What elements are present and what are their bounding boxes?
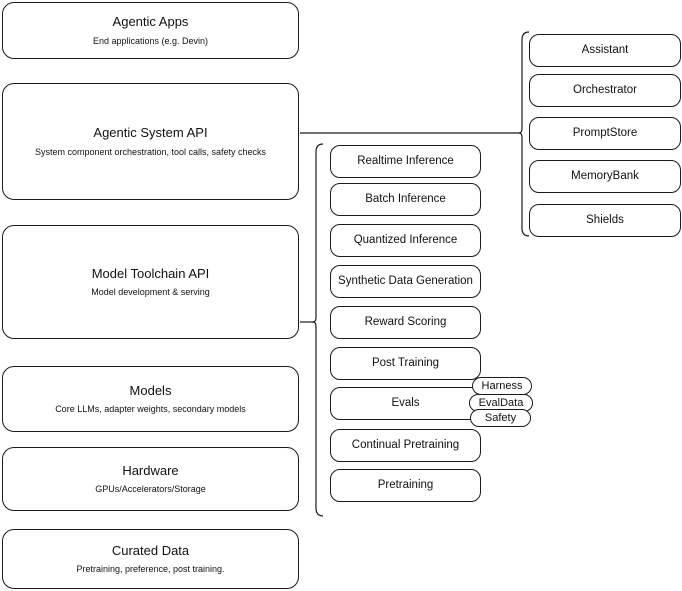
eval-tag-safety[interactable]: Safety	[470, 409, 531, 427]
capability-label: Evals	[391, 397, 420, 410]
capability-label: Batch Inference	[365, 193, 446, 206]
layer-box-hardware[interactable]: Hardware GPUs/Accelerators/Storage	[2, 447, 299, 511]
layer-box-curated-data[interactable]: Curated Data Pretraining, preference, po…	[2, 529, 299, 589]
capability-box-post-training[interactable]: Post Training	[330, 347, 481, 380]
capability-box-realtime-inference[interactable]: Realtime Inference	[330, 145, 481, 178]
capability-label: Synthetic Data Generation	[338, 275, 473, 288]
layer-box-model-toolchain-api[interactable]: Model Toolchain API Model development & …	[2, 225, 299, 339]
system-component-box-assistant[interactable]: Assistant	[529, 34, 681, 67]
system-component-box-shields[interactable]: Shields	[529, 204, 681, 237]
layer-subtitle: Model development & serving	[91, 287, 210, 297]
eval-tag-harness[interactable]: Harness	[472, 377, 532, 395]
layer-title: Curated Data	[111, 542, 190, 558]
capability-box-batch-inference[interactable]: Batch Inference	[330, 183, 481, 216]
capability-box-continual-pretraining[interactable]: Continual Pretraining	[330, 429, 481, 462]
layer-title: Hardware	[122, 462, 179, 478]
capability-label: Post Training	[371, 357, 440, 370]
layer-title: Model Toolchain API	[91, 265, 210, 281]
capability-box-pretraining[interactable]: Pretraining	[330, 469, 481, 502]
system-component-box-orchestrator[interactable]: Orchestrator	[529, 74, 681, 107]
system-component-box-promptstore[interactable]: PromptStore	[529, 117, 681, 150]
capability-label: Continual Pretraining	[351, 439, 460, 452]
capability-label: Quantized Inference	[353, 234, 458, 247]
middle-brace	[311, 143, 324, 517]
capability-box-reward-scoring[interactable]: Reward Scoring	[330, 306, 481, 339]
layer-subtitle: Pretraining, preference, post training.	[76, 564, 225, 574]
layer-box-models[interactable]: Models Core LLMs, adapter weights, secon…	[2, 366, 299, 432]
layer-title: Models	[129, 382, 172, 398]
system-component-label: Shields	[586, 214, 624, 227]
layer-subtitle: Core LLMs, adapter weights, secondary mo…	[55, 404, 246, 414]
system-component-box-memorybank[interactable]: MemoryBank	[529, 160, 681, 193]
right-brace	[517, 31, 530, 237]
system-component-label: PromptStore	[572, 127, 638, 140]
capability-label: Reward Scoring	[364, 316, 447, 329]
system-component-label: Assistant	[581, 44, 629, 57]
layer-title: Agentic Apps	[112, 14, 189, 30]
capability-label: Realtime Inference	[357, 155, 454, 168]
layer-subtitle: GPUs/Accelerators/Storage	[95, 484, 206, 494]
layer-title: Agentic System API	[93, 125, 208, 141]
system-component-label: Orchestrator	[573, 84, 637, 97]
layer-subtitle: System component orchestration, tool cal…	[34, 146, 267, 157]
layer-box-agentic-apps[interactable]: Agentic Apps End applications (e.g. Devi…	[2, 2, 299, 59]
capability-box-synthetic-data-generation[interactable]: Synthetic Data Generation	[330, 265, 481, 298]
layer-box-agentic-system-api[interactable]: Agentic System API System component orch…	[2, 83, 299, 200]
capability-box-evals[interactable]: Evals	[330, 387, 481, 420]
capability-box-quantized-inference[interactable]: Quantized Inference	[330, 224, 481, 257]
layer-subtitle: End applications (e.g. Devin)	[92, 35, 209, 46]
capability-label: Pretraining	[377, 479, 434, 492]
system-component-label: MemoryBank	[571, 170, 639, 183]
